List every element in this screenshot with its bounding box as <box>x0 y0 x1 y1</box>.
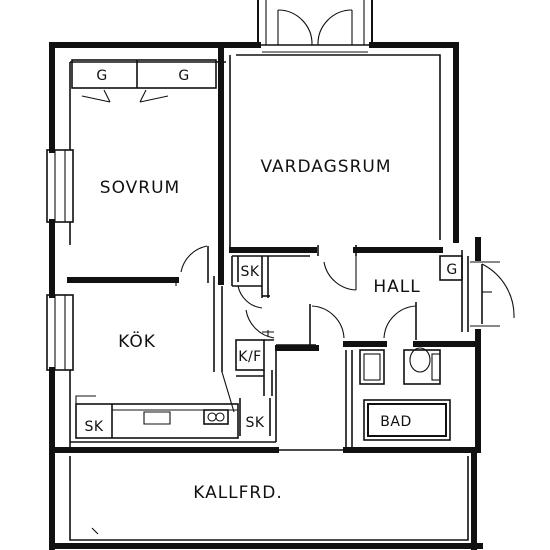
room-label-kallfrd: KALLFRD. <box>193 483 283 503</box>
room-label-kok: KÖK <box>118 330 156 352</box>
room-label-vardagsrum: VARDAGSRUM <box>261 157 392 177</box>
bad-label: BAD <box>380 414 411 430</box>
outer-walls <box>49 42 483 550</box>
kallfrd-inner <box>69 456 469 541</box>
wall-sovrum-kok <box>67 245 215 286</box>
wardrobe-label-2: G <box>178 68 189 84</box>
window-kok <box>46 294 74 371</box>
wall-vardagsrum-hall <box>229 245 443 291</box>
balcony-door <box>257 0 373 53</box>
wardrobe-label-1: G <box>96 68 107 84</box>
entrance-door <box>470 261 515 327</box>
hall-wardrobe-label: G <box>446 262 457 278</box>
wardrobe-block <box>71 59 217 103</box>
bathroom <box>343 341 481 453</box>
kitchen-fixtures <box>75 339 274 439</box>
fridge-label: K/F <box>238 349 261 365</box>
closet-corridor-label: SK <box>245 415 264 431</box>
corridor-walls <box>213 286 417 372</box>
room-label-sovrum: SOVRUM <box>100 178 180 198</box>
window-sovrum <box>46 149 74 223</box>
closet-hall-label: SK <box>240 264 259 280</box>
inner-wall-lines <box>69 54 441 450</box>
wall-kok-kallfrd <box>49 348 346 453</box>
hall-wardrobe <box>439 250 469 332</box>
wall-sovrum-vardagsrum <box>218 45 231 285</box>
closet-hall <box>231 256 270 309</box>
closet-kitchen-label: SK <box>84 419 103 435</box>
room-label-hall: HALL <box>373 277 420 297</box>
